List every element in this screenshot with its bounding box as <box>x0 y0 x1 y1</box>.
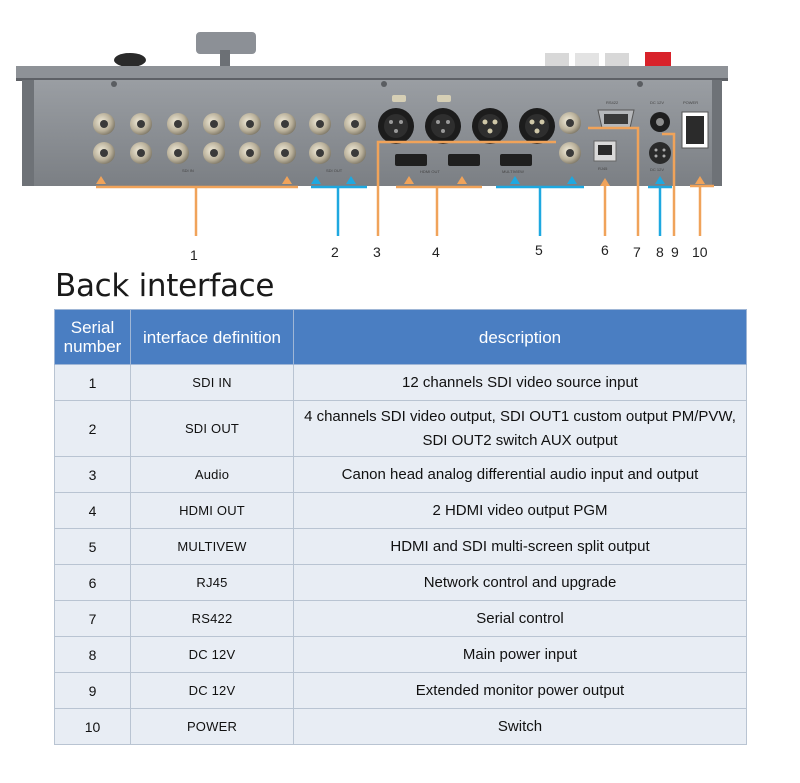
cell-serial: 10 <box>54 708 131 745</box>
table-row: 3 Audio Canon head analog differential a… <box>54 456 747 493</box>
table-row: 7 RS422 Serial control <box>54 600 747 637</box>
header-interface-definition: interface definition <box>130 309 294 365</box>
cell-description: Extended monitor power output <box>293 672 747 709</box>
multiview-sdi-connectors <box>559 112 581 164</box>
cell-description: Network control and upgrade <box>293 564 747 601</box>
sdi-out-connectors: SDI OUT <box>309 113 366 173</box>
cell-interface: DC 12V <box>130 636 294 673</box>
dc-power-jacks: DC 12V DC 12V <box>649 100 671 172</box>
callout-3: 3 <box>373 244 381 260</box>
hdmi-ports: HDMI OUT MULTIVIEW <box>395 154 532 174</box>
cell-interface: SDI OUT <box>130 400 294 457</box>
svg-text:SDI IN: SDI IN <box>182 168 194 173</box>
table-header-row: Serial number interface definition descr… <box>54 309 747 365</box>
panel-top-rail <box>16 66 728 80</box>
callout-7: 7 <box>633 244 641 260</box>
header-description: description <box>293 309 747 365</box>
svg-text:RS422: RS422 <box>606 100 619 105</box>
cell-description: 2 HDMI video output PGM <box>293 492 747 529</box>
cell-serial: 9 <box>54 672 131 709</box>
table-row: 9 DC 12V Extended monitor power output <box>54 672 747 709</box>
callout-4: 4 <box>432 244 440 260</box>
sdi-in-connectors: SDI IN <box>93 113 296 173</box>
cell-serial: 6 <box>54 564 131 601</box>
device-back-panel-figure: SDI IN SDI OUT HDMI OUT MULTIVIEW <box>16 32 728 263</box>
svg-text:SDI OUT: SDI OUT <box>326 168 343 173</box>
callout-10: 10 <box>692 244 708 260</box>
cell-serial: 3 <box>54 456 131 493</box>
callout-1: 1 <box>190 247 198 263</box>
header-serial-number: Serial number <box>54 309 131 365</box>
cell-serial: 5 <box>54 528 131 565</box>
table-row: 4 HDMI OUT 2 HDMI video output PGM <box>54 492 747 529</box>
table-row: 10 POWER Switch <box>54 708 747 745</box>
cell-interface: SDI IN <box>130 364 294 401</box>
table-row: 6 RJ45 Network control and upgrade <box>54 564 747 601</box>
cell-interface: DC 12V <box>130 672 294 709</box>
cell-interface: RJ45 <box>130 564 294 601</box>
cell-interface: MULTIVEW <box>130 528 294 565</box>
svg-text:POWER: POWER <box>683 100 698 105</box>
callout-6: 6 <box>601 242 609 258</box>
cell-description: HDMI and SDI multi-screen split output <box>293 528 747 565</box>
cell-interface: HDMI OUT <box>130 492 294 529</box>
xlr-audio-connectors <box>378 95 555 144</box>
cell-description: 12 channels SDI video source input <box>293 364 747 401</box>
cell-description: Main power input <box>293 636 747 673</box>
callout-5: 5 <box>535 242 543 258</box>
svg-text:DC 12V: DC 12V <box>650 100 664 105</box>
cell-description: Serial control <box>293 600 747 637</box>
callout-2: 2 <box>331 244 339 260</box>
cell-serial: 4 <box>54 492 131 529</box>
cell-serial: 2 <box>54 400 131 457</box>
svg-text:DC 12V: DC 12V <box>650 167 664 172</box>
cell-serial: 8 <box>54 636 131 673</box>
cell-interface: Audio <box>130 456 294 493</box>
cell-interface: POWER <box>130 708 294 745</box>
cell-description: Canon head analog differential audio inp… <box>293 456 747 493</box>
callout-lines <box>96 126 714 236</box>
cell-description: Switch <box>293 708 747 745</box>
back-panel <box>22 80 722 186</box>
svg-text:MULTIVIEW: MULTIVIEW <box>502 169 524 174</box>
svg-text:RJ45: RJ45 <box>598 166 608 171</box>
table-row: 2 SDI OUT 4 channels SDI video output, S… <box>54 400 747 457</box>
power-switch: POWER <box>681 100 709 149</box>
table-row: 5 MULTIVEW HDMI and SDI multi-screen spl… <box>54 528 747 565</box>
cell-serial: 7 <box>54 600 131 637</box>
cell-serial: 1 <box>54 364 131 401</box>
callout-9: 9 <box>671 244 679 260</box>
callout-8: 8 <box>656 244 664 260</box>
cell-description: 4 channels SDI video output, SDI OUT1 cu… <box>293 400 747 457</box>
section-heading: Back interface <box>55 268 275 304</box>
rj45-port: RJ45 <box>593 140 617 171</box>
svg-text:HDMI OUT: HDMI OUT <box>420 169 440 174</box>
table-row: 8 DC 12V Main power input <box>54 636 747 673</box>
cell-interface: RS422 <box>130 600 294 637</box>
table-row: 1 SDI IN 12 channels SDI video source in… <box>54 364 747 401</box>
interface-table: Serial number interface definition descr… <box>54 309 747 745</box>
